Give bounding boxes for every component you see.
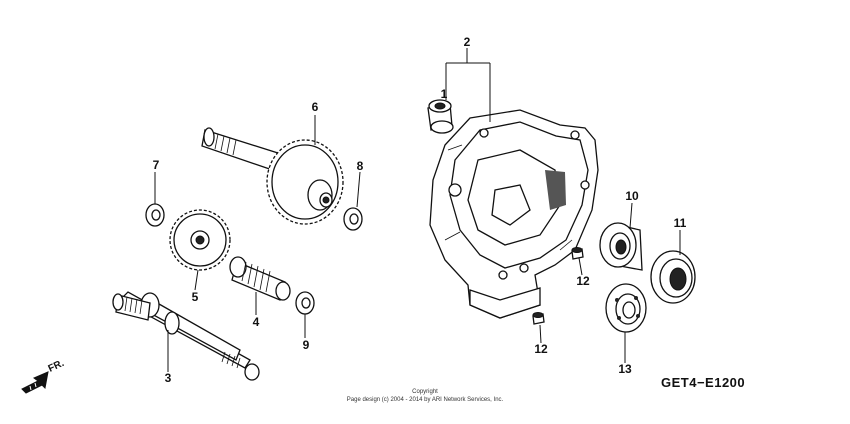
part-washer-7[interactable] [145,203,165,227]
part-dowel-pin-12a[interactable] [571,247,584,260]
copyright-line1: Copyright [412,389,438,395]
callout-12b: 12 [534,342,548,356]
part-washer-9[interactable] [295,291,315,315]
callout-4: 4 [253,315,260,329]
part-shaft-3[interactable] [112,291,260,381]
part-gear-5[interactable] [169,209,231,271]
callout-12a: 12 [576,274,590,288]
callout-13: 13 [618,362,632,376]
callout-3: 3 [165,371,172,385]
callout-11: 11 [674,216,687,230]
leader-lines [154,48,681,372]
callout-10: 10 [625,189,639,203]
part-case-2[interactable] [429,109,599,319]
callout-9: 9 [303,338,310,352]
copyright-line2: Page design (c) 2004 - 2014 by ARI Netwo… [347,397,504,403]
part-bearing-10[interactable] [599,222,643,271]
direction-label: FR. [47,358,66,375]
callout-7: 7 [153,158,160,172]
part-dowel-pin-12b[interactable] [532,312,545,325]
part-bearing-13[interactable] [605,283,647,333]
callout-5: 5 [192,290,199,304]
part-washer-8[interactable] [343,207,363,231]
part-countershaft-6[interactable] [201,127,344,225]
part-seal-11[interactable] [650,250,696,304]
arrow-front-icon [21,371,49,394]
part-gear-4[interactable] [229,256,291,301]
callout-2: 2 [464,35,471,49]
callout-1: 1 [441,87,448,101]
diagram-code: GET4−E1200 [661,375,745,390]
callout-8: 8 [357,159,364,173]
part-bush-1[interactable] [427,99,454,134]
callout-6: 6 [312,100,319,114]
